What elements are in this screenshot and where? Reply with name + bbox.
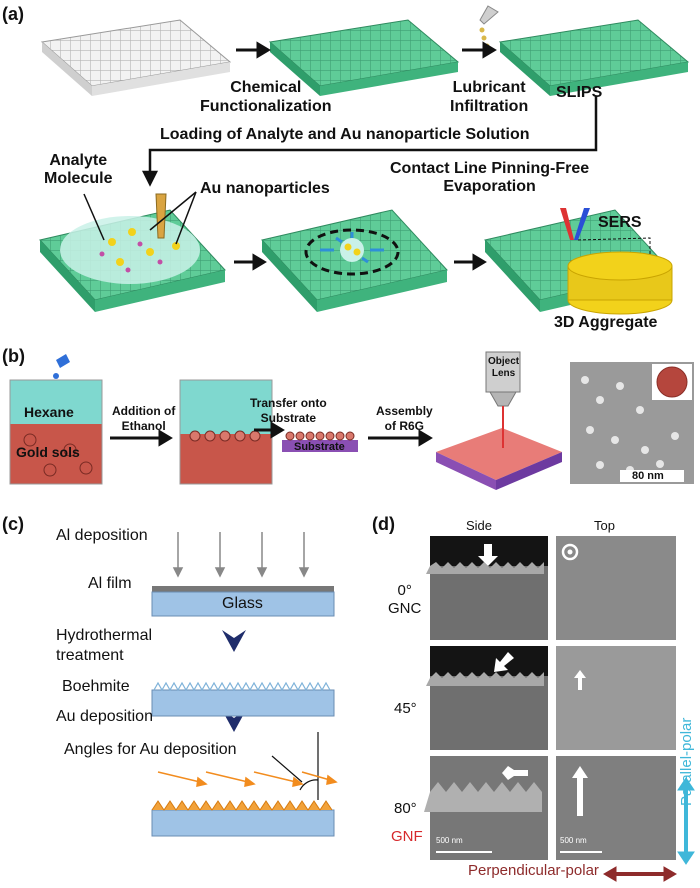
object-lens-label: Object Lens <box>488 356 520 379</box>
hydrothermal-label: Hydrothermal treatment <box>56 627 153 664</box>
sem-top-0 <box>556 536 676 640</box>
angle-indicator <box>271 732 319 800</box>
step-functionalization-label: Chemical Functionalization <box>200 79 332 115</box>
substrate-label: Substrate <box>294 441 345 453</box>
loading-connector <box>141 96 598 187</box>
parallel-polar-label: Parallel-polar <box>678 717 695 806</box>
sem-side-45 <box>426 646 548 750</box>
deposition-arrows <box>172 532 310 578</box>
contact-line-label: Contact Line Pinning-Free Evaporation <box>390 160 590 195</box>
side-scale-label: 500 nm <box>436 836 463 845</box>
sers-label: SERS <box>598 214 642 231</box>
panel-d-graphic <box>424 536 695 882</box>
sem-image <box>570 362 694 484</box>
addition-ethanol-label: Addition of Ethanol <box>112 404 176 433</box>
analyte-label: Analyte Molecule <box>44 152 113 187</box>
gold-sols-label: Gold sols <box>16 444 80 460</box>
down-arrow-icon <box>222 630 246 732</box>
row-0-label: 0° GNC <box>388 582 422 617</box>
al-film-label: Al film <box>88 575 132 592</box>
slips-slab <box>498 19 690 96</box>
panel-b-graphic <box>9 351 694 490</box>
assembly-chip <box>436 428 562 490</box>
aggregate-stack <box>567 251 673 315</box>
top-scale-label: 500 nm <box>560 836 587 845</box>
au-nanoparticles-label: Au nanoparticles <box>200 180 330 197</box>
slips-label: SLIPS <box>556 84 603 101</box>
au-deposition-label: Au deposition <box>56 708 153 725</box>
au-flux-arrows <box>157 771 338 787</box>
panel-a-label: (a) <box>2 4 24 24</box>
arrow-icon <box>110 421 433 447</box>
al-film-layer <box>152 586 334 592</box>
parallel-polar-arrow-icon <box>677 777 695 865</box>
gnf-label: GNF <box>391 828 423 845</box>
boehmite-layer <box>151 681 335 717</box>
green-mesh-slab <box>268 19 460 96</box>
panel-c-graphic <box>151 532 338 837</box>
laser-beam-icon <box>560 208 590 240</box>
panel-a-graphic <box>39 5 690 315</box>
evaporation-slab <box>261 209 448 312</box>
boehmite-label: Boehmite <box>62 678 130 695</box>
gold-coated-layer <box>151 800 335 837</box>
droplet-slab <box>39 193 226 312</box>
aggregate-label: 3D Aggregate <box>554 314 658 331</box>
arrow-icon <box>236 41 497 59</box>
white-mesh-slab <box>40 19 232 96</box>
angles-label: Angles for Au deposition <box>64 741 237 758</box>
al-deposition-label: Al deposition <box>56 527 148 544</box>
substrate-strip <box>282 431 358 452</box>
sem-scale-label: 80 nm <box>632 470 664 482</box>
sem-top-45 <box>556 646 676 750</box>
top-column-header: Top <box>594 518 615 533</box>
objective-lens-icon <box>485 351 521 448</box>
sem-side-0 <box>426 536 548 640</box>
loading-label: Loading of Analyte and Au nanoparticle S… <box>160 126 530 143</box>
perpendicular-polar-label: Perpendicular-polar <box>468 862 599 879</box>
row-45-label: 45° <box>394 700 417 717</box>
assembly-label: Assembly of R6G <box>376 404 433 433</box>
glass-label: Glass <box>222 595 263 612</box>
sers-slab <box>484 208 673 315</box>
panel-c-label: (c) <box>2 514 24 534</box>
glass-substrate <box>151 591 335 617</box>
beaker-1 <box>9 379 103 485</box>
sem-side-80 <box>424 756 548 860</box>
perpendicular-polar-arrow-icon <box>603 866 677 882</box>
arrow-icon <box>234 253 487 271</box>
step-lubricant-label: Lubricant Infiltration <box>450 79 529 115</box>
panel-d-label: (d) <box>372 514 395 534</box>
panel-b-label: (b) <box>2 346 25 366</box>
dropper-icon <box>53 354 70 379</box>
beaker-2 <box>179 379 273 485</box>
hexane-label: Hexane <box>24 404 74 420</box>
side-column-header: Side <box>466 518 493 533</box>
row-80-label: 80° <box>394 800 417 817</box>
sem-top-80 <box>556 756 676 860</box>
lubricant-dropper-icon <box>479 5 499 49</box>
transfer-label: Transfer onto Substrate <box>250 396 327 425</box>
